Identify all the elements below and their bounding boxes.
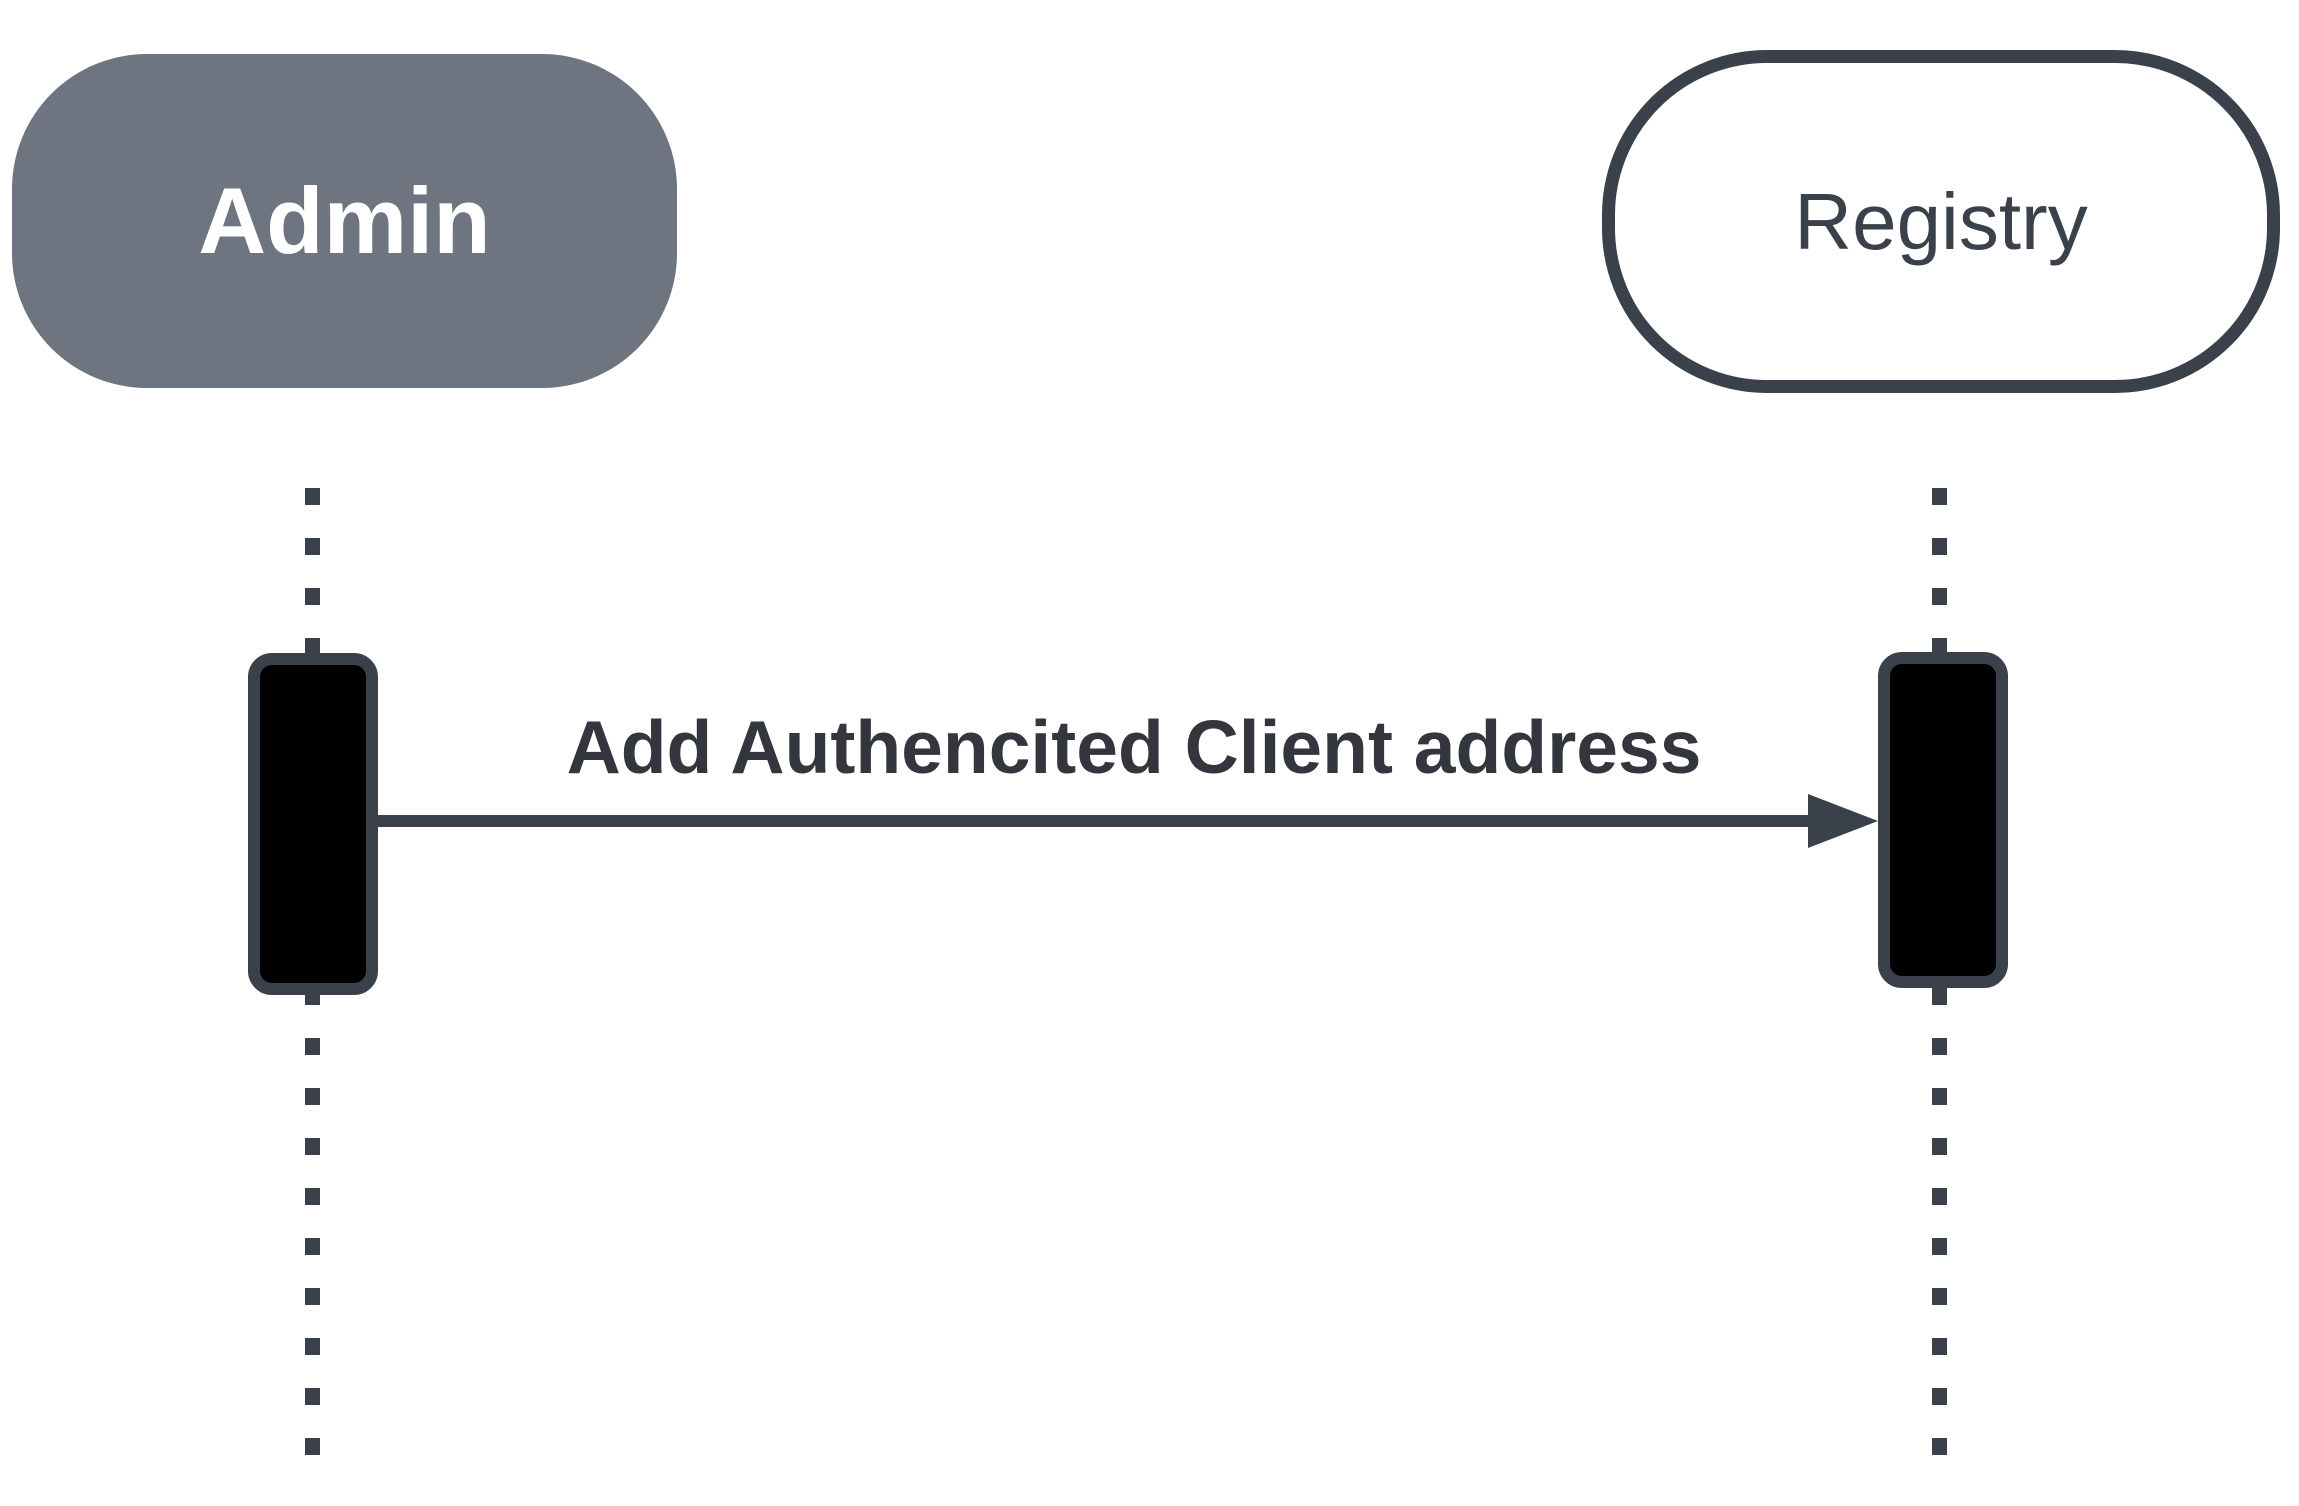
message-arrow-line xyxy=(378,815,1810,827)
message-label: Add Authencited Client address xyxy=(566,705,1702,789)
activation-bar-registry xyxy=(1878,652,2008,988)
actor-box-registry: Registry xyxy=(1602,50,2280,393)
actor-label-admin: Admin xyxy=(198,168,491,273)
actor-box-admin: Admin xyxy=(12,54,677,388)
actor-label-registry: Registry xyxy=(1794,176,2088,266)
activation-bar-admin xyxy=(248,653,378,995)
arrowhead-icon xyxy=(1808,794,1878,848)
